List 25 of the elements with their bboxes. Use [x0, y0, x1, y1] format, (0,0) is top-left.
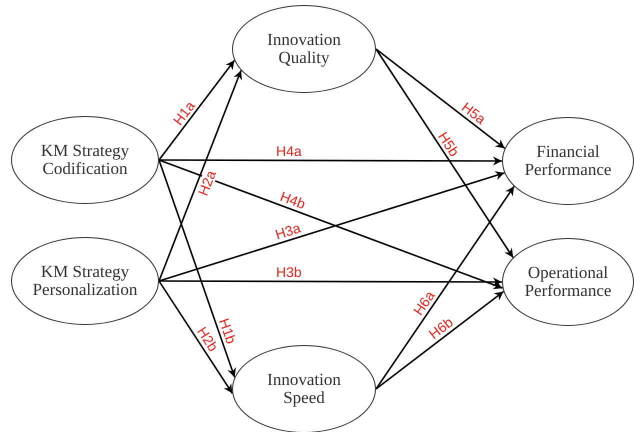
ellipse-node	[11, 237, 159, 325]
ellipse-node	[502, 117, 634, 205]
arrow	[158, 60, 236, 160]
node-label: Financial Performance	[524, 143, 612, 179]
node-label: Operational Performance	[524, 264, 612, 300]
node-label: KM Strategy Personalization	[32, 263, 138, 299]
edge-label: H4a	[275, 144, 304, 158]
arrow	[376, 290, 504, 390]
node-label: Innovation Speed	[266, 371, 342, 407]
arrow	[158, 159, 503, 290]
arrow	[375, 48, 514, 258]
edge-label: H3b	[275, 265, 304, 280]
arrow	[158, 280, 234, 394]
arrow	[375, 186, 515, 390]
arrow	[158, 171, 505, 282]
ellipse-node	[502, 238, 634, 326]
arrow	[158, 70, 242, 282]
node-label: KM Strategy Codification	[40, 142, 130, 178]
ellipse-node	[232, 5, 376, 93]
ellipse-node	[11, 116, 159, 204]
arrow	[159, 156, 502, 166]
arrow	[376, 48, 506, 149]
arrow	[158, 160, 236, 378]
node-label: Innovation Quality	[266, 31, 342, 67]
arrow	[159, 277, 502, 286]
